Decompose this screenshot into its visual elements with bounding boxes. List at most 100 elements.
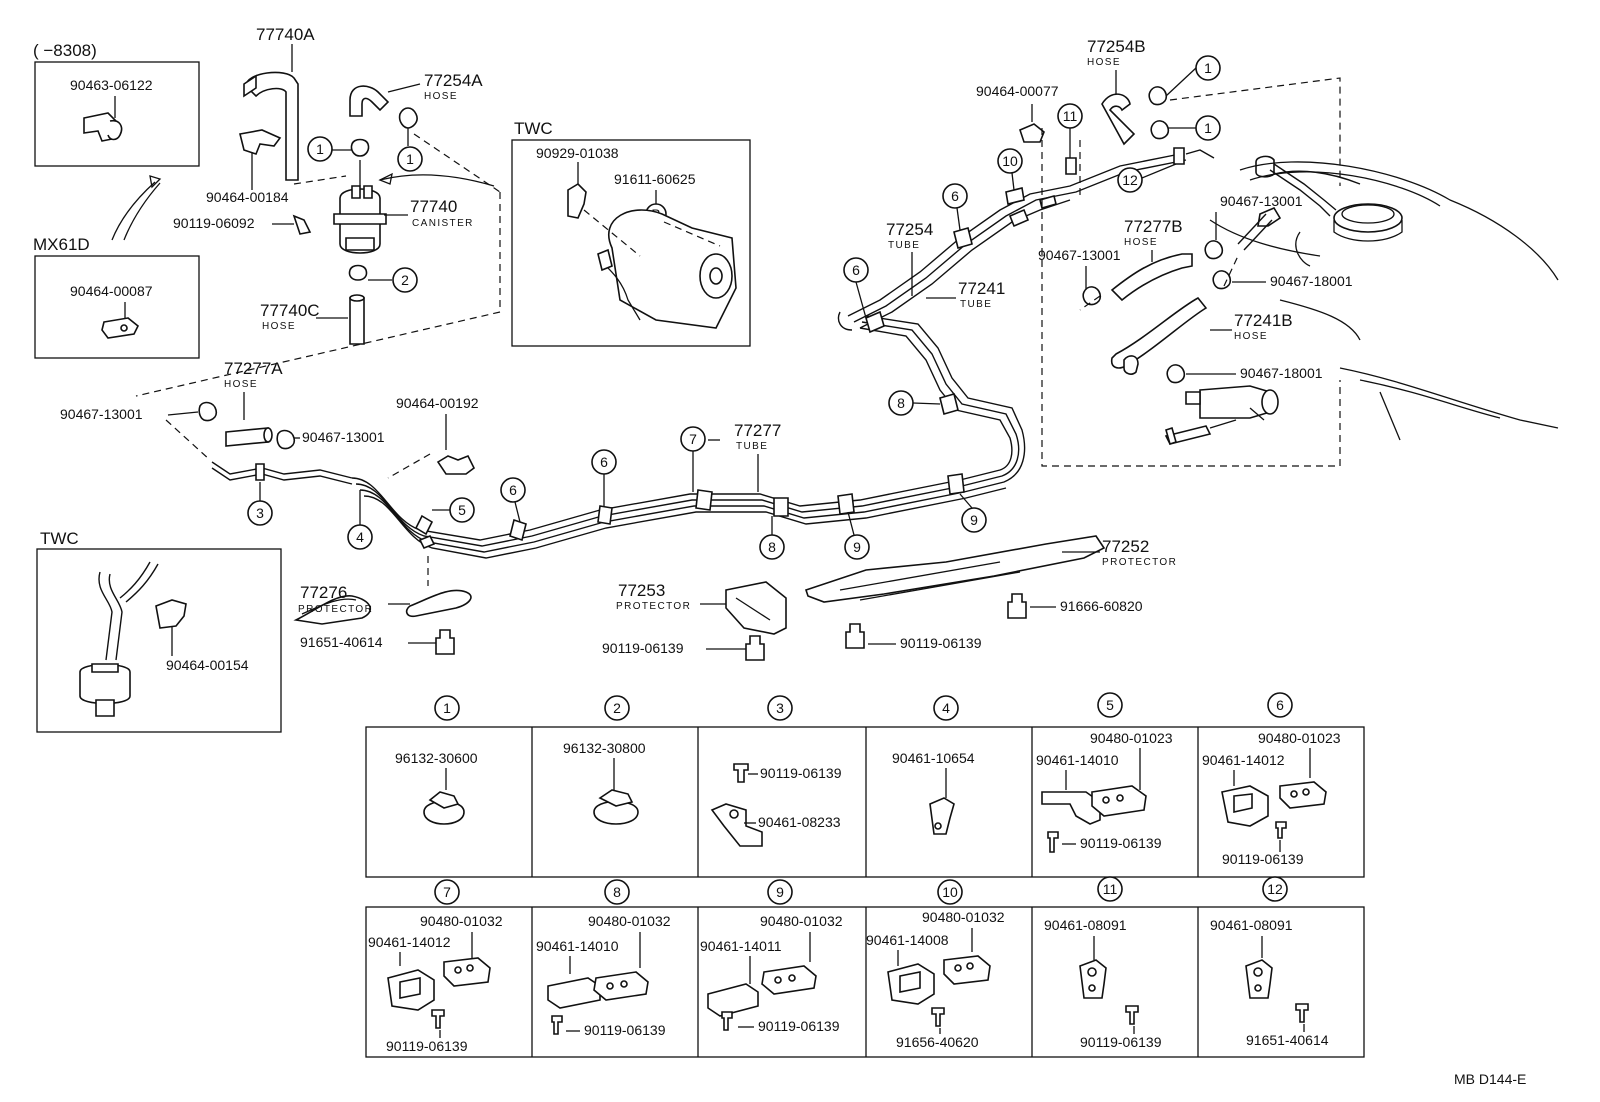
grid-cell-9: 90480-01032 90461-14011 90119-06139: [700, 913, 843, 1034]
svg-text:1: 1: [1204, 60, 1212, 76]
svg-text:1: 1: [316, 141, 324, 157]
part-label: 90464-00087: [70, 283, 153, 299]
callout-11: 11: [1057, 103, 1083, 129]
svg-text:12: 12: [1267, 881, 1283, 897]
part-label: 77253: [618, 581, 665, 600]
tube-clamp: [695, 489, 713, 511]
grid-header-6: 6: [1267, 692, 1293, 718]
tube-clamp: [953, 227, 973, 249]
diagram-code: MB D144-E: [1454, 1071, 1526, 1087]
inset-twc-left-header: TWC: [40, 529, 79, 548]
part-label: 90461-14012: [368, 934, 451, 950]
part-label: 90119-06139: [584, 1022, 666, 1038]
callout-8: 8: [888, 390, 914, 416]
clamp-icon: [398, 107, 418, 129]
clamp-icon: [1150, 120, 1170, 140]
part-label: 90461-08091: [1044, 917, 1127, 933]
svg-text:12: 12: [1122, 172, 1138, 188]
grid-cell-5: 90480-01023 90461-14010 90119-06139: [1036, 730, 1173, 853]
inset-twc-top-header: TWC: [514, 119, 553, 138]
part-label: 90119-06139: [1080, 1034, 1162, 1050]
tube-clamp: [597, 505, 613, 525]
part-label: 91656-40620: [896, 1034, 979, 1050]
hose-77277a-icon: [225, 427, 269, 447]
svg-text:6: 6: [951, 188, 959, 204]
hose-77254b-icon: [1101, 93, 1136, 146]
clamp-icon: [567, 182, 587, 219]
svg-text:9: 9: [853, 539, 861, 555]
sub-label-tube: TUBE: [888, 240, 920, 251]
sub-label-hose: HOSE: [424, 91, 458, 102]
part-label: 90467-18001: [1270, 273, 1353, 289]
bolt-icon: [292, 214, 312, 235]
part-label: 91651-40614: [1246, 1032, 1329, 1048]
clamp-icon: [83, 112, 117, 142]
part-label: 90461-14011: [700, 938, 782, 954]
grid-cell-10: 90480-01032 90461-14008 91656-40620: [866, 909, 1005, 1050]
callout-8: 8: [759, 534, 785, 560]
callout-5: 5: [449, 497, 475, 523]
callout-2: 2: [392, 267, 418, 293]
grid-header-9: 9: [767, 879, 793, 905]
part-label: 77254A: [424, 71, 483, 90]
svg-text:3: 3: [776, 700, 784, 716]
fuel-filter-icon: [1199, 385, 1271, 419]
svg-text:3: 3: [256, 505, 264, 521]
part-label: 90464-00192: [396, 395, 479, 411]
svg-text:11: 11: [1063, 108, 1078, 124]
bolt-icon: [551, 1015, 563, 1035]
part-label: 90119-06139: [758, 1018, 840, 1034]
part-label: 90461-08091: [1210, 917, 1293, 933]
clamp-icon: [1212, 270, 1232, 290]
part-label: 96132-30800: [563, 740, 646, 756]
grid-cell-6: 90480-01023 90461-14012 90119-06139: [1202, 730, 1341, 867]
callout-6: 6: [500, 477, 526, 503]
tube-clamp: [947, 473, 965, 495]
callout-6: 6: [591, 449, 617, 475]
grid-cell-3: 90119-06139 90461-08233: [710, 763, 842, 847]
sub-label-hose: HOSE: [1234, 331, 1268, 342]
part-label: 90480-01032: [420, 913, 503, 929]
part-label: 90119-06139: [602, 640, 684, 656]
callout-1: 1: [397, 146, 423, 172]
protectors: 77253 PROTECTOR 90119-06139 77252 PROTEC…: [602, 535, 1176, 661]
svg-text:7: 7: [689, 431, 697, 447]
part-label: 90480-01023: [1258, 730, 1341, 746]
bolt-icon: [733, 763, 749, 783]
part-label: 77254B: [1087, 37, 1146, 56]
part-label: 90461-14008: [866, 932, 949, 948]
part-label: 90464-00184: [206, 189, 289, 205]
inset-early-box: [34, 61, 200, 167]
clamp-icon: [1204, 240, 1224, 260]
part-label: 90480-01032: [922, 909, 1005, 925]
part-label: 91666-60820: [1060, 598, 1143, 614]
part-label: 91651-40614: [300, 634, 383, 650]
tube-clamp: [1173, 147, 1185, 165]
grid-cell-8: 90480-01032 90461-14010 90119-06139: [536, 913, 671, 1038]
part-label: 90480-01023: [1090, 730, 1173, 746]
part-label: 77277A: [224, 359, 283, 378]
svg-text:6: 6: [509, 482, 517, 498]
hose-clamp-icon: [593, 800, 639, 825]
bolt-icon: [721, 1011, 733, 1031]
svg-text:1: 1: [443, 700, 451, 716]
sub-label-protector: PROTECTOR: [298, 604, 373, 615]
cushion-icon: [443, 957, 491, 987]
part-label: 90467-13001: [60, 406, 143, 422]
svg-text:7: 7: [443, 884, 451, 900]
clamp-icon: [348, 264, 368, 281]
fuel-pump-cover-icon: [1333, 203, 1403, 233]
part-label: 77252: [1102, 537, 1149, 556]
bracket-icon: [1041, 791, 1101, 825]
inset-early-model: ( −8308) 90463-06122: [33, 41, 200, 167]
svg-text:8: 8: [768, 539, 776, 555]
part-label: 90119-06139: [1222, 851, 1304, 867]
clamp-reference-grid: 1 2 3 4 5 6 96132-30600 96132-30800 9011…: [365, 692, 1365, 1058]
sub-label-hose: HOSE: [224, 379, 258, 390]
grid-cell-11: 90461-08091 90119-06139: [1044, 917, 1162, 1050]
hose-77740c-icon: [349, 297, 365, 345]
sub-label-protector: PROTECTOR: [616, 601, 691, 612]
part-label: 77277: [734, 421, 781, 440]
grid-cell-4: 90461-10654: [892, 750, 975, 835]
